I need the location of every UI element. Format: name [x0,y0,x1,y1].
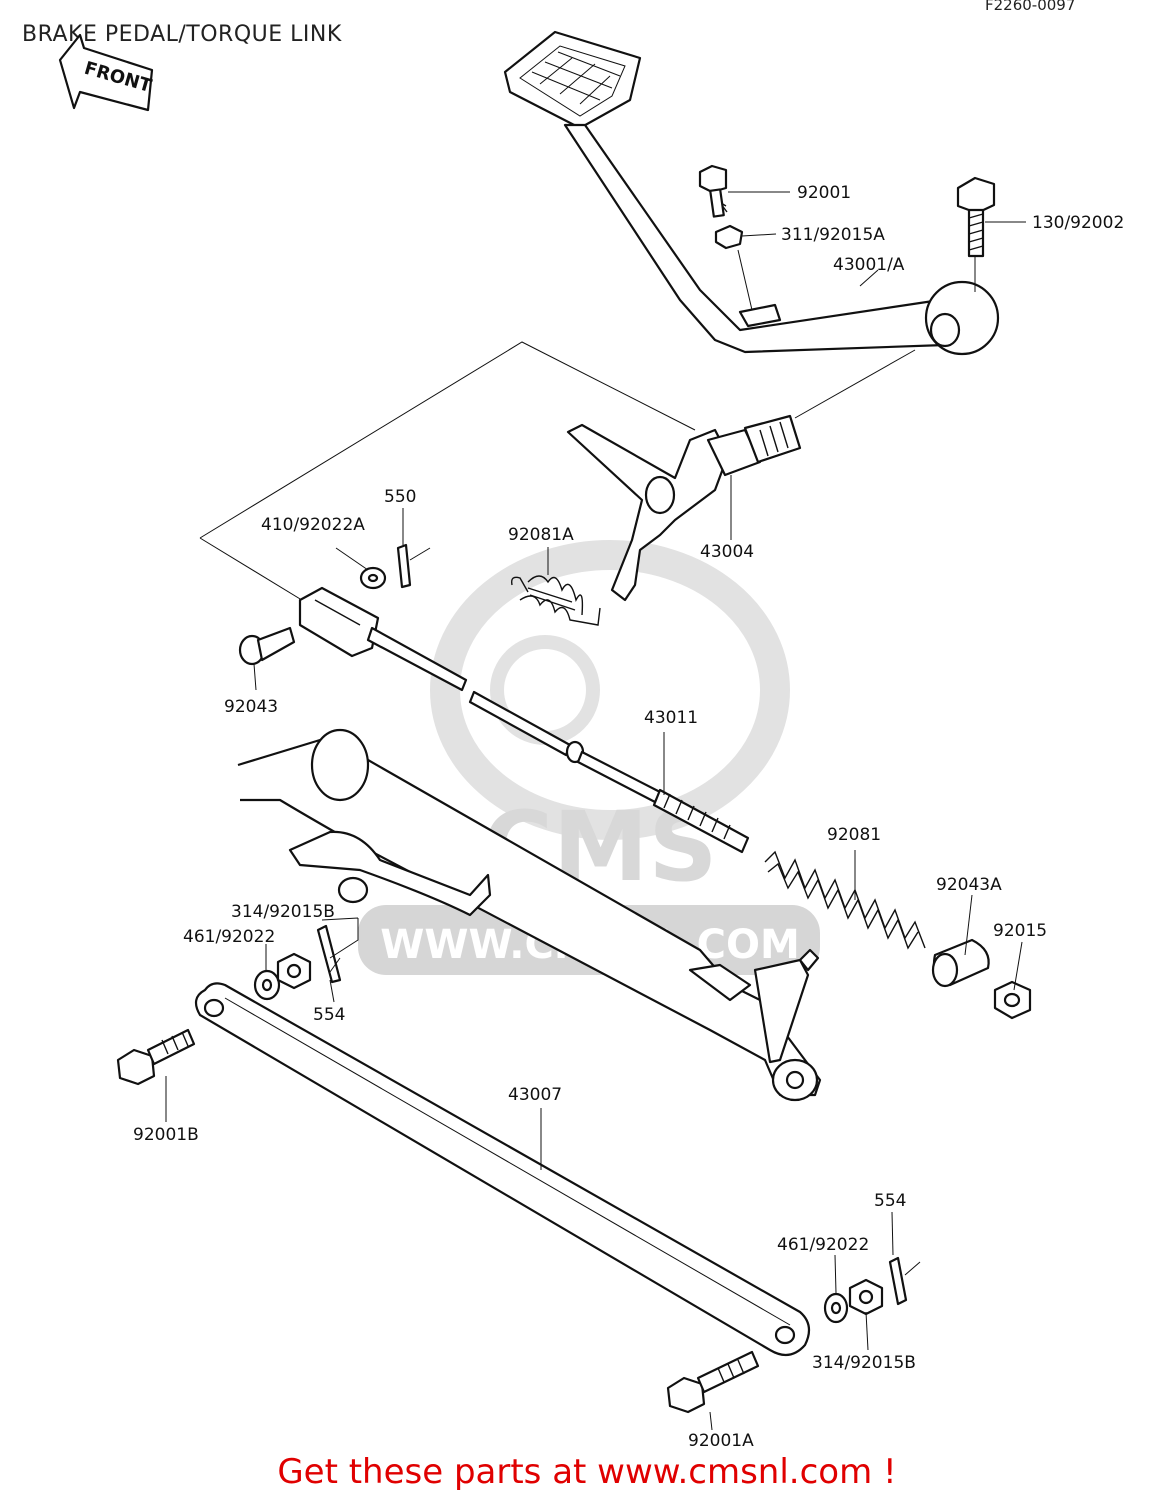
label-92001: 92001 [797,183,851,203]
label-92043A: 92043A [936,875,1002,895]
front-arrow-icon: FRONT [58,33,154,112]
cotter-pin-554-top [316,924,342,984]
torque-link-43007 [194,982,811,1357]
label-leader-lines [165,191,1026,1431]
label-554-top: 554 [313,1005,345,1025]
label-410-92022A: 410/92022A [261,515,365,535]
cotter-pin-554-bottom [888,1256,921,1306]
label-92081: 92081 [827,825,881,845]
bolt-92001 [698,164,728,218]
brake-rod-43011 [298,586,750,854]
label-92043: 92043 [224,697,278,717]
label-461-92022-bottom: 461/92022 [777,1235,869,1255]
washer-311-92015A [714,224,744,250]
label-92001B: 92001B [133,1125,199,1145]
spring-92081 [764,850,926,950]
bolt-92001B [116,1028,196,1086]
nut-92015 [993,980,1032,1020]
label-92081A: 92081A [508,525,574,545]
part-labels: 92001 311/92015A 130/92002 43001/A 550 4… [133,183,1124,1451]
label-43004: 43004 [700,542,754,562]
swingarm [237,728,822,1102]
label-314-92015B-bottom: 314/92015B [812,1353,916,1373]
adjuster-nut-92043A [931,938,990,988]
label-43011: 43011 [644,708,698,728]
label-130-92002: 130/92002 [1032,213,1124,233]
washer-410-92022A [359,566,387,590]
assembly-leader-lines [199,341,916,606]
nut-314-92015B-top [276,952,312,990]
figure-code: F2260-0097 [985,0,1076,14]
label-550: 550 [384,487,416,507]
brake-pedal [503,30,1000,356]
bolt-92001A [666,1350,760,1414]
label-92001A: 92001A [688,1431,754,1451]
label-92015: 92015 [993,921,1047,941]
label-461-92022-top: 461/92022 [183,927,275,947]
label-554-bottom: 554 [874,1191,906,1211]
clevis-pin-92043 [238,626,296,666]
pivot-shaft-43004 [566,414,802,602]
label-311-92015A: 311/92015A [781,225,885,245]
label-314-92015B-top: 314/92015B [231,902,335,922]
bolt-130-92002 [956,176,996,258]
label-43001A: 43001/A [833,255,905,275]
footer-link-text[interactable]: Get these parts at www.cmsnl.com ! [277,1452,897,1492]
washer-461-92022-top [253,969,281,1001]
cotter-pin-550 [396,543,431,589]
label-43007: 43007 [508,1085,562,1105]
nut-314-92015B-bottom [848,1278,884,1316]
washer-461-92022-bottom [823,1292,849,1324]
spring-92081A [510,575,601,626]
